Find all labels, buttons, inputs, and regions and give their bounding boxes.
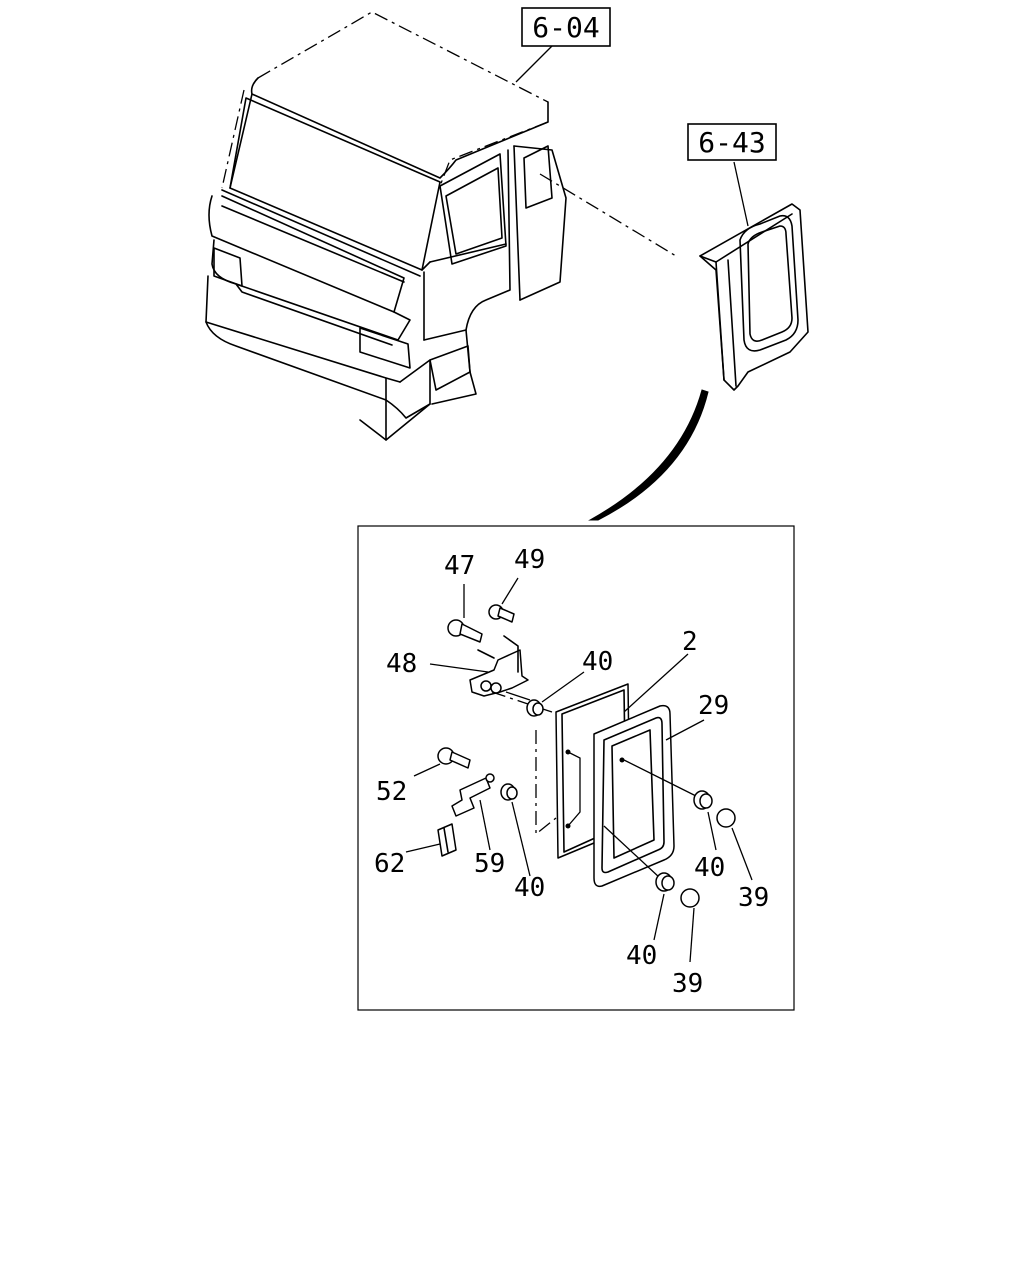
callout-59: 59 [474,849,505,879]
part-29-leader [665,719,705,741]
callout-48: 48 [386,649,417,679]
callout-2: 2 [682,627,698,657]
part-40-nut-bottom [603,825,675,941]
callout-29: 29 [698,691,729,721]
part-40-nut-mid [500,783,531,877]
part-49-bolt [488,577,519,623]
rear-panel-illustration [699,203,809,391]
detail-link-arrow [588,389,709,521]
part-2-leader [623,653,689,713]
part-39-cap-right [716,808,753,881]
ref-rear-panel-label: 6-43 [698,126,765,159]
detail-frame [357,525,795,1011]
callout-62: 62 [374,849,405,879]
part-59-clip [451,773,495,851]
part-40-nut-top [526,671,585,717]
callout-40-bottom: 40 [626,941,657,971]
cab-to-panel-leader [539,173,677,257]
part-29-lamp-frame [593,704,675,888]
part-40-nut-right [623,759,717,851]
ref-cab-label: 6-04 [532,11,599,44]
part-47-bolt [447,584,483,643]
callout-39-bottom: 39 [672,969,703,999]
ref-box-rear-panel: 6-43 [687,123,777,227]
callout-40-mid: 40 [514,873,545,903]
ref-box-cab: 6-04 [515,7,611,83]
callout-40-right: 40 [694,853,725,883]
truck-cab-illustration [205,11,567,441]
part-52-bolt [413,747,471,777]
callout-47: 47 [444,551,475,581]
callout-39-right: 39 [738,883,769,913]
callout-40-top: 40 [582,647,613,677]
part-39-cap-bottom [680,888,700,963]
part-62-connector [405,823,457,857]
callout-49: 49 [514,545,545,575]
callout-52: 52 [376,777,407,807]
gasket-center-line [535,730,557,836]
part-48-bracket [429,635,529,697]
